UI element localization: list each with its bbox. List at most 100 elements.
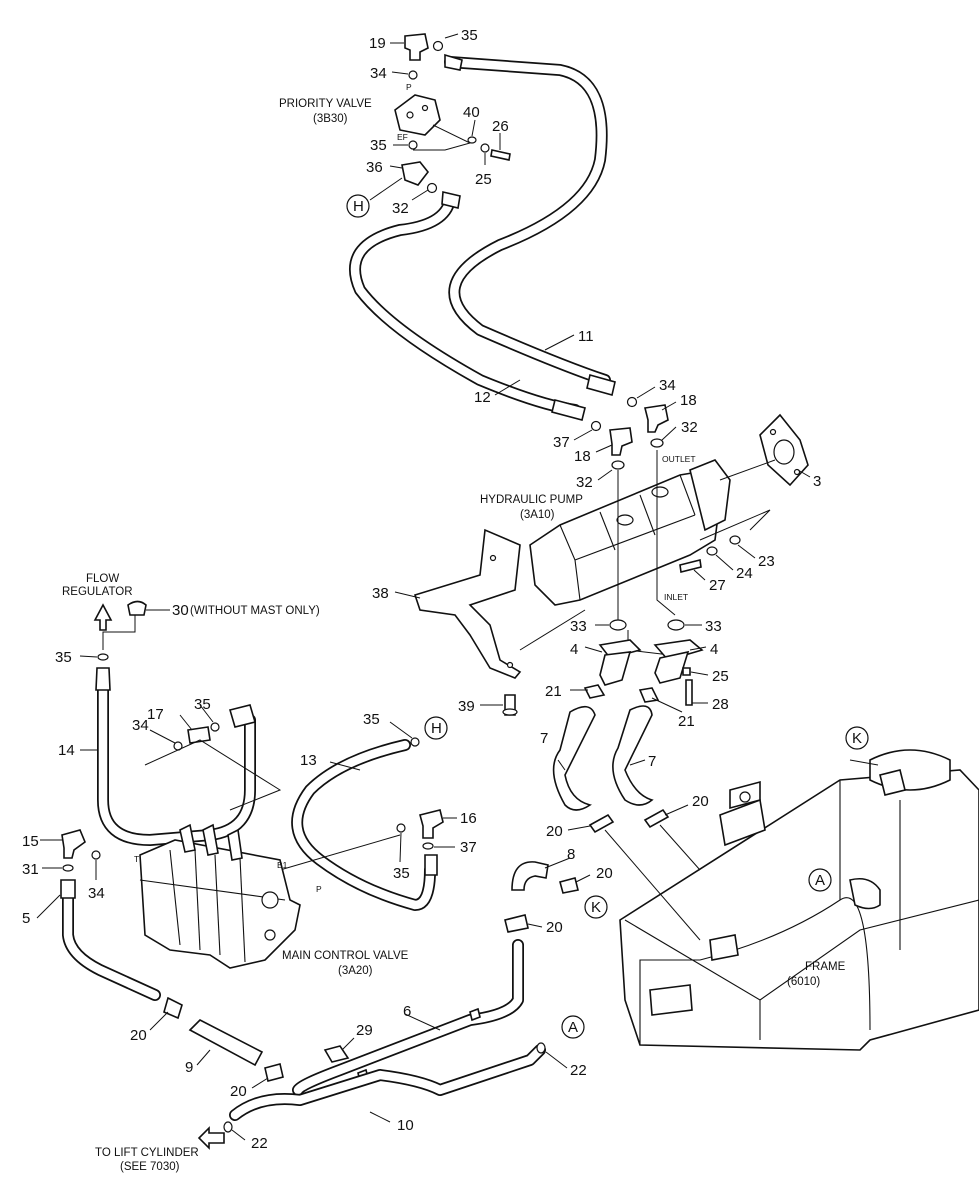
callout-9: 9 [185, 1059, 193, 1076]
o-ring-34-mid [626, 396, 638, 408]
o-ring-33-right [667, 619, 685, 631]
ref-k-frame [845, 726, 869, 750]
o-ring-35-top [432, 40, 444, 52]
callout-28: 28 [712, 696, 729, 713]
bolt-29 [323, 1045, 350, 1063]
to-lift-cylinder-label: TO LIFT CYLINDER [95, 1147, 199, 1159]
callout-15: 15 [22, 833, 39, 850]
o-ring-34-top [408, 70, 418, 80]
callout-7-left: 7 [540, 730, 548, 747]
callout-33-right: 33 [705, 618, 722, 635]
hose-9 [188, 1019, 264, 1067]
callout-40: 40 [463, 104, 480, 121]
frame-ref: (6010) [787, 976, 820, 988]
callout-21-right: 21 [678, 713, 695, 730]
ref-a-frame-text: A [815, 872, 825, 889]
gasket-3 [759, 413, 809, 487]
o-ring-32-left [611, 460, 625, 470]
hose-7-right [612, 705, 654, 806]
frame-assembly [619, 749, 979, 1051]
callout-34-cv: 34 [88, 885, 105, 902]
callout-19: 19 [369, 35, 386, 52]
callout-39: 39 [458, 698, 475, 715]
callout-17: 17 [147, 706, 164, 723]
bolt-27 [679, 559, 702, 573]
mcv-label: MAIN CONTROL VALVE [282, 950, 409, 962]
elbow-18-left [609, 427, 633, 456]
ref-k-hose [584, 895, 608, 919]
callout-21-left: 21 [545, 683, 562, 700]
callout-18-left: 18 [574, 448, 591, 465]
callout-35-top: 35 [461, 27, 478, 44]
o-ring-32-top [426, 182, 438, 194]
clamp-20-c [559, 877, 579, 894]
main-control-valve [139, 823, 301, 969]
outlet-label: OUTLET [662, 454, 696, 464]
callout-31: 31 [22, 861, 39, 878]
hose-12-end-top [441, 191, 461, 209]
hose-11-end-bottom [586, 374, 616, 396]
bolt-26 [490, 149, 511, 161]
elbow-15 [61, 829, 86, 859]
priority-valve-ref: (3B30) [313, 113, 348, 125]
callout-13: 13 [300, 752, 317, 769]
priority-valve-label: PRIORITY VALVE [279, 98, 372, 110]
o-ring-33-left [609, 619, 627, 631]
bolt-28 [685, 679, 693, 706]
callout-14: 14 [58, 742, 75, 759]
flange-4-right [653, 639, 704, 684]
callout-37-cv: 37 [460, 839, 477, 856]
washer-40 [467, 136, 477, 144]
callout-34-mid: 34 [659, 377, 676, 394]
callout-25-top: 25 [475, 171, 492, 188]
port-p-label: P [406, 82, 412, 92]
leader-lines [36, 33, 879, 1141]
hydraulic-pump [529, 459, 731, 606]
ref-k-frame-text: K [852, 730, 862, 747]
hose-11-end-top [444, 53, 463, 71]
washer-23 [729, 535, 741, 545]
callout-7-right: 7 [648, 753, 656, 770]
o-ring-35-pv [408, 140, 418, 150]
callout-38: 38 [372, 585, 389, 602]
callout-11: 11 [578, 328, 594, 345]
callout-8: 8 [567, 846, 575, 863]
callout-20-c: 20 [596, 865, 613, 882]
hose-12 [349, 194, 581, 416]
clamp-20-d [504, 914, 529, 933]
priority-valve [394, 94, 441, 136]
callout-22-left: 22 [251, 1135, 268, 1152]
callout-32-left: 32 [576, 474, 593, 491]
callout-20-f: 20 [230, 1083, 247, 1100]
callout-5: 5 [22, 910, 30, 927]
clamp-21-left [583, 684, 606, 699]
callout-numbers: 19 35 34 40 26 35 36 25 32 11 12 34 18 3… [22, 27, 821, 1152]
o-ring-37-mid [590, 420, 602, 432]
callout-20-d: 20 [546, 919, 563, 936]
callout-37-mid: 37 [553, 434, 570, 451]
mcv-ref: (3A20) [338, 965, 373, 977]
callout-23: 23 [758, 553, 775, 570]
o-ring-32-right [650, 438, 664, 448]
hose-14-end-right [228, 704, 257, 728]
clamp-20-b [643, 808, 670, 829]
clamp-20-f [264, 1063, 284, 1082]
callout-35-13: 35 [363, 711, 380, 728]
o-ring-31 [62, 864, 74, 872]
ref-h-top [346, 194, 370, 218]
hose-5-end [60, 879, 76, 899]
tube-10 [229, 1044, 546, 1121]
callout-24: 24 [736, 565, 753, 582]
o-ring-35-13 [410, 737, 420, 747]
callout-33-left: 33 [570, 618, 587, 635]
clamp-20-a [588, 813, 615, 834]
ref-h-mid-text: H [431, 720, 442, 737]
fitting-19 [404, 33, 429, 61]
port-b1-label: B1 [277, 860, 288, 870]
callout-36: 36 [366, 159, 383, 176]
callout-34-top: 34 [370, 65, 387, 82]
to-lift-cylinder-arrow [197, 1126, 225, 1150]
washer-25-mid [682, 667, 691, 676]
adapter-17 [187, 726, 211, 744]
